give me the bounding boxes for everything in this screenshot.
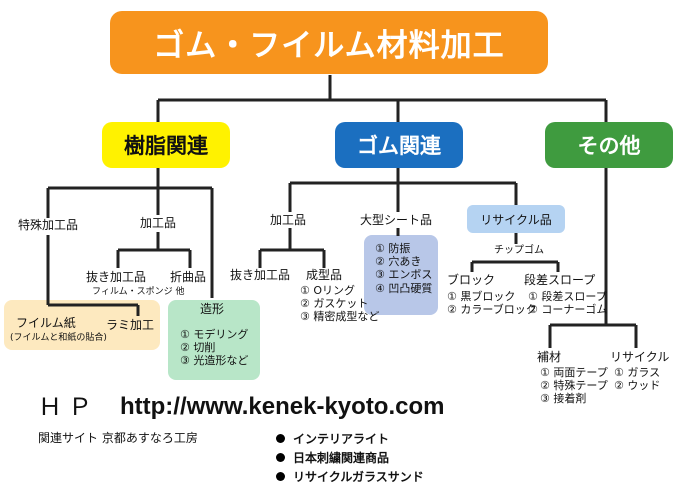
resin-film-sub: (フイルムと和紙の貼合)	[10, 333, 107, 343]
related-link-label: インテリアライト	[293, 432, 390, 446]
category-rubber: ゴム関連	[335, 122, 463, 168]
resin-zokei-items: ① モデリング ② 切削 ③ 光造形など	[180, 328, 248, 368]
related-link-label: 日本刺繍関連商品	[293, 451, 390, 465]
resin-zokei: 造形	[200, 302, 225, 316]
other-recycle: リサイクル	[610, 350, 670, 364]
rubber-block: ブロック	[447, 273, 496, 287]
bullet-icon	[276, 453, 285, 462]
list-item: ③ 精密成型など	[300, 310, 380, 324]
resin-nukigi: 抜き加工品	[86, 270, 147, 284]
rubber-recycle-label: リサイクル品	[480, 212, 552, 227]
resin-nukigi-sub: フィルム・スポンジ 他	[92, 287, 185, 297]
rubber-nuki: 抜き加工品	[230, 268, 291, 282]
other-hozai: 補材	[537, 350, 562, 364]
film-area	[4, 300, 160, 350]
rubber-seikei: 成型品	[306, 268, 343, 282]
resin-film: フイルム紙	[16, 316, 76, 330]
bullet-icon	[276, 472, 285, 481]
list-item: ③ エンボス	[375, 268, 433, 282]
list-item: ① モデリング	[180, 328, 249, 341]
other-recycle-items: ① ガラス ② ウッド	[614, 366, 660, 392]
resin-kakou: 加工品	[140, 216, 177, 230]
bullet-icon	[276, 434, 285, 443]
list-item: ② ガスケット	[300, 297, 369, 311]
category-other: その他	[545, 122, 673, 168]
resin-origami: 折曲品	[170, 270, 207, 284]
list-item: ③ 接着剤	[540, 392, 587, 406]
resin-tokushu: 特殊加工品	[18, 218, 79, 232]
zokei-area	[168, 300, 260, 380]
list-item: ② カラーブロック	[447, 303, 537, 317]
list-item: ④ 凹凸硬質	[375, 281, 433, 295]
category-rubber-label: ゴム関連	[357, 134, 441, 158]
title-box: ゴム・フイルム材料加工	[110, 11, 548, 74]
list-item: ② ウッド	[614, 379, 661, 393]
resin-rami: ラミ加工	[106, 318, 155, 332]
rubber-ogata: 大型シート品	[360, 213, 433, 227]
related-link-embroidery[interactable]: 日本刺繍関連商品	[276, 449, 424, 466]
related-links: インテリアライト 日本刺繍関連商品 リサイクルガラスサンド	[276, 430, 424, 485]
list-item: ① 両面テープ	[540, 366, 608, 379]
related-link-label: リサイクルガラスサンド	[293, 470, 424, 484]
list-item: ① 黒ブロック	[447, 290, 516, 303]
related-site-label: 関連サイト 京都あすなろ工房	[38, 431, 198, 445]
list-item: ② 穴あき	[375, 255, 422, 269]
list-item: ① 防振	[375, 242, 411, 255]
category-resin-label: 樹脂関連	[124, 134, 208, 158]
rubber-recycle-box: リサイクル品	[467, 205, 565, 233]
list-item: ② 切削	[180, 341, 216, 355]
category-other-label: その他	[577, 134, 641, 158]
related-link-interior-light[interactable]: インテリアライト	[276, 430, 424, 447]
rubber-ogata-items: ① 防振 ② 穴あき ③ エンボス ④ 凹凸硬質	[375, 242, 432, 295]
list-item: ② コーナーゴム	[528, 303, 608, 317]
site-url[interactable]: http://www.kenek-kyoto.com	[120, 393, 445, 420]
hp-label: ＨＰ	[38, 393, 98, 421]
list-item: ① 段差スロープ	[528, 290, 607, 303]
category-resin: 樹脂関連	[102, 122, 230, 168]
other-hozai-items: ① 両面テープ ② 特殊テープ ③ 接着剤	[540, 366, 608, 406]
related-link-glass-sand[interactable]: リサイクルガラスサンド	[276, 468, 424, 485]
list-item: ① Oリング	[300, 284, 356, 297]
list-item: ① ガラス	[614, 366, 661, 379]
rubber-slope-items: ① 段差スロープ ② コーナーゴム	[528, 290, 607, 316]
list-item: ② 特殊テープ	[540, 379, 608, 393]
rubber-seikei-items: ① Oリング ② ガスケット ③ 精密成型など	[300, 284, 379, 324]
page-title: ゴム・フイルム材料加工	[153, 28, 505, 64]
rubber-slope: 段差スロープ	[524, 273, 596, 287]
rubber-block-items: ① 黒ブロック ② カラーブロック	[447, 290, 537, 316]
list-item: ③ 光造形など	[180, 354, 249, 368]
ogata-area	[364, 235, 438, 315]
rubber-chip: チップゴム	[494, 245, 544, 256]
rubber-kakou: 加工品	[270, 213, 307, 227]
